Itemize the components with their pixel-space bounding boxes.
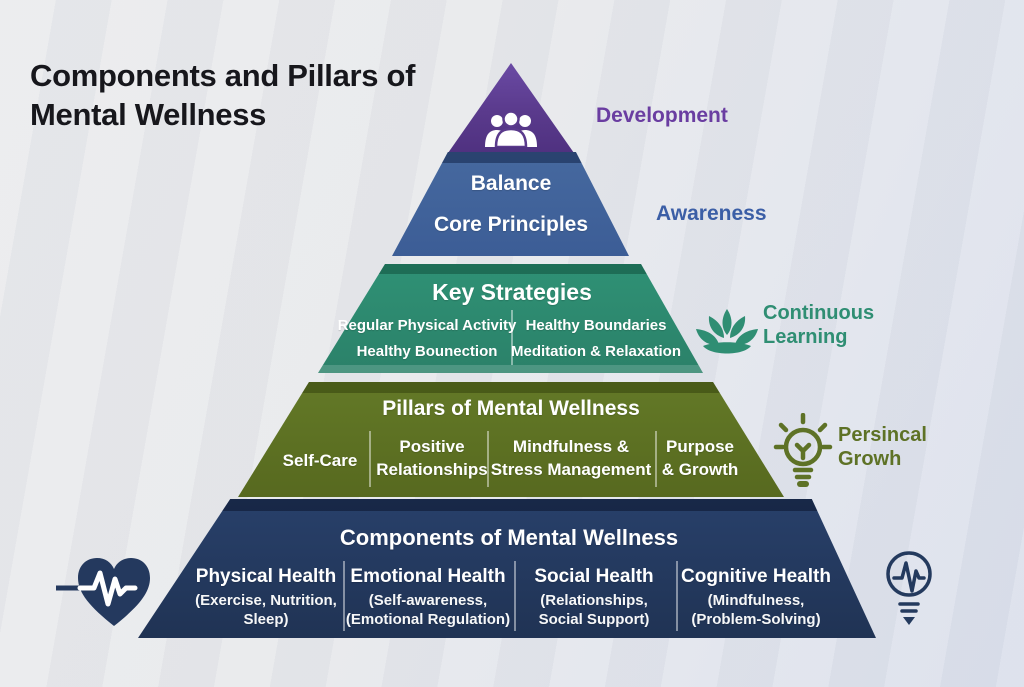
heart-pulse-icon [56, 558, 150, 626]
component-title: Social Health [534, 566, 654, 587]
pillars-heading: Pillars of Mental Wellness [382, 397, 640, 420]
lightbulb-pulse-icon [886, 551, 932, 625]
strategies-heading: Key Strategies [432, 279, 592, 305]
tier-bevel [392, 152, 629, 163]
strategy-item: Regular Physical Activity [337, 317, 517, 334]
component-sub: Sleep) [243, 611, 289, 628]
component-title: Emotional Health [350, 566, 506, 587]
strategy-item: Meditation & Relaxation [510, 343, 682, 360]
pillar-item: Self-Care [282, 451, 358, 470]
column-divider [369, 431, 371, 487]
tier-bevel [318, 264, 703, 274]
tier-bevel [238, 382, 784, 393]
column-divider [655, 431, 657, 487]
component-sub: (Problem-Solving) [691, 611, 821, 628]
pillar-item: Mindfulness & [512, 437, 630, 456]
component-sub: (Exercise, Nutrition, [195, 592, 337, 609]
core-line-balance: Balance [470, 172, 552, 195]
column-divider [487, 431, 489, 487]
column-divider [676, 561, 678, 631]
side-label-line: Persincal [838, 424, 927, 446]
component-title: Cognitive Health [681, 566, 831, 587]
tier-bevel [318, 365, 703, 373]
component-sub: (Emotional Regulation) [345, 611, 511, 628]
tier-key-strategies-shape [318, 264, 703, 373]
page-title: Components and Pillars of Mental Wellnes… [30, 58, 416, 133]
side-label-personal-growth: Persincal Growh [838, 423, 927, 471]
strategy-item: Healthy Boundaries [525, 317, 667, 334]
core-line-principles: Core Principles [433, 213, 589, 236]
component-sub: Social Support) [538, 611, 650, 628]
side-label-line: Growh [838, 448, 902, 470]
people-group-icon [485, 110, 537, 147]
tier-core-principles-shape [392, 152, 629, 256]
pillar-item: & Growth [661, 460, 739, 479]
lotus-icon [696, 309, 758, 354]
components-heading: Components of Mental Wellness [339, 525, 679, 550]
component-sub: (Mindfulness, [707, 592, 805, 609]
column-divider [511, 310, 513, 365]
lightbulb-rays-icon [773, 413, 833, 487]
strategy-item: Healthy Bounection [356, 343, 498, 360]
side-label-development: Development [596, 104, 728, 127]
column-divider [343, 561, 345, 631]
side-label-line: Continuous [763, 302, 875, 324]
side-label-awareness: Awareness [656, 202, 767, 225]
component-sub: (Self-awareness, [368, 592, 488, 609]
column-divider [514, 561, 516, 631]
pillar-item: Purpose [665, 437, 735, 456]
tier-components-shape [138, 499, 876, 638]
pillar-item: Positive [399, 437, 465, 456]
tier-bevel [138, 499, 876, 511]
tier-pillars-shape [238, 382, 784, 497]
pillar-item: Stress Management [490, 460, 652, 479]
side-label-line: Learning [763, 326, 848, 348]
component-sub: (Relationships, [540, 592, 648, 609]
pillar-item: Relationships [376, 460, 488, 479]
component-title: Physical Health [195, 566, 337, 587]
side-label-continuous-learning: Continuous Learning [763, 301, 874, 349]
